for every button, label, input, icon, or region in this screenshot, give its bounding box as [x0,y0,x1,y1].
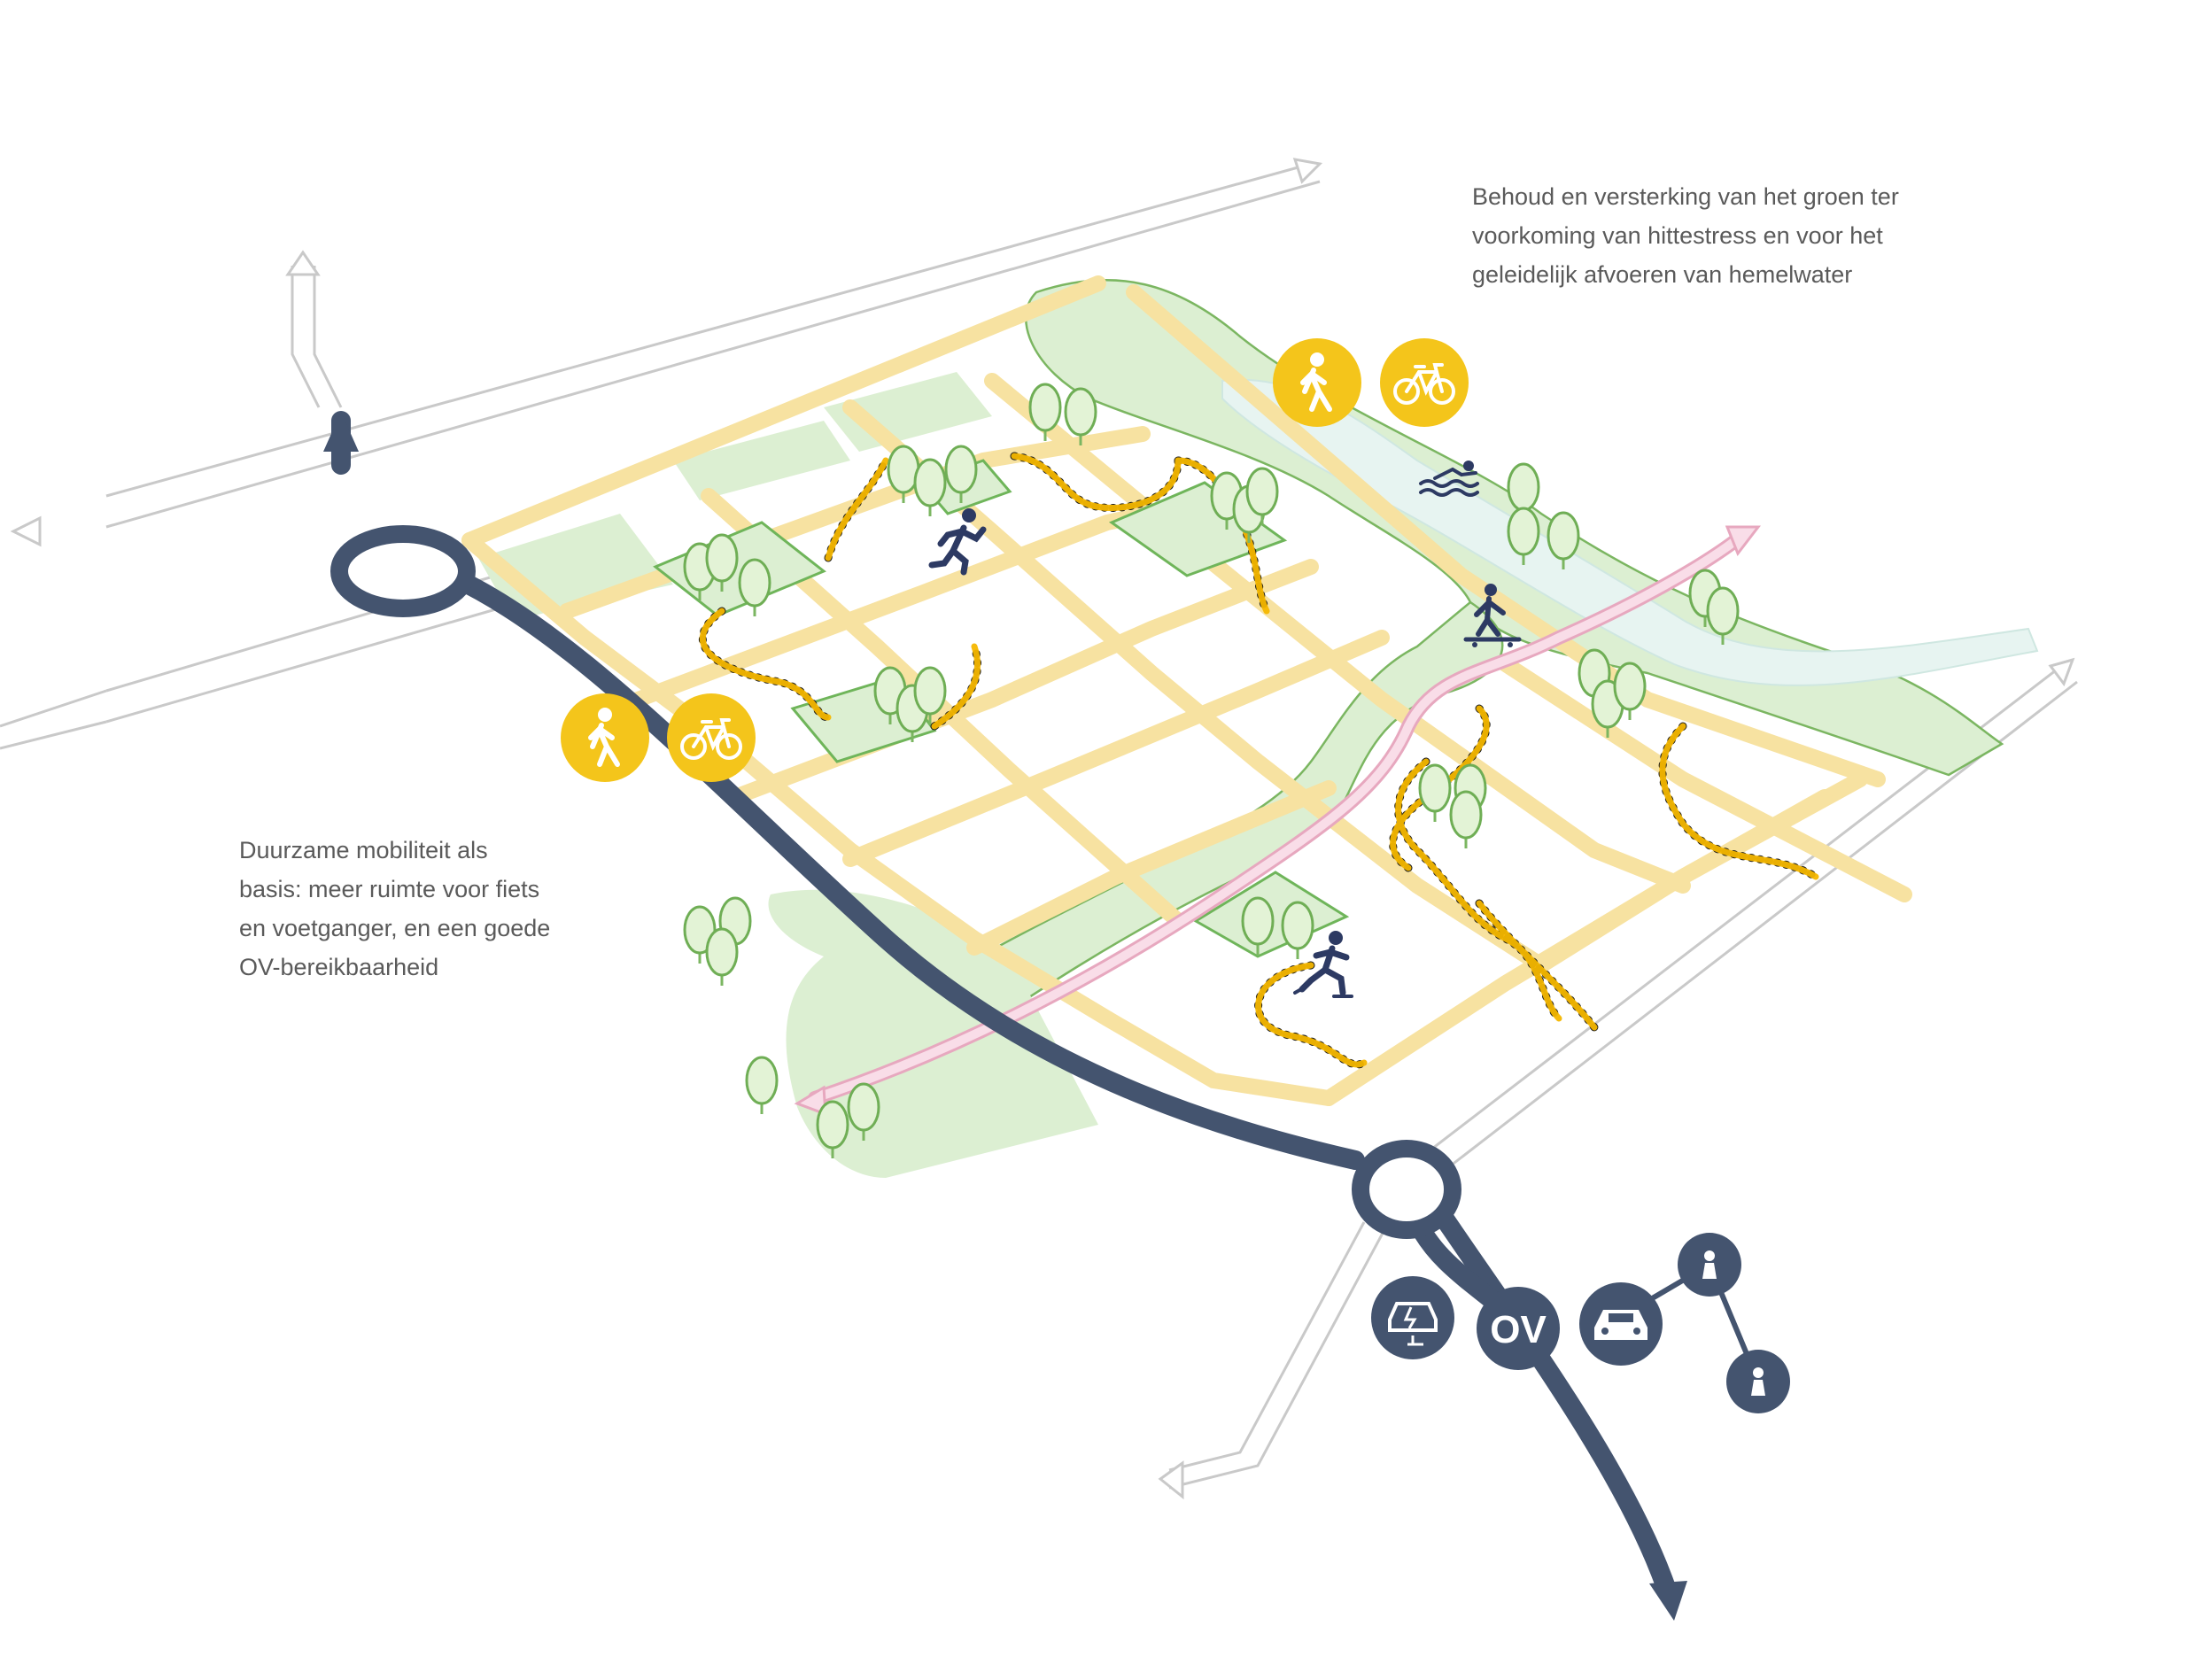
pedestrian-icon [1273,338,1361,427]
skateboarder-icon [1463,584,1522,647]
caption-line: en voetganger, en een goede [239,915,551,941]
caption-line: Behoud en versterking van het groen ter [1472,183,1899,210]
runner-icon [928,508,987,576]
caption-green-heat-stress: Behoud en versterking van het groen ter … [1472,177,1899,294]
electric-car-charging-icon [1371,1276,1454,1359]
pedestrian-icon [561,693,649,782]
caption-line: basis: meer ruimte voor fiets [239,876,540,902]
bicycle-icon [1380,338,1469,427]
caption-line: geleidelijk afvoeren van hemelwater [1472,261,1853,288]
caption-line: OV-bereikbaarheid [239,954,439,980]
shared-mobility-person-icon [1678,1233,1741,1297]
shared-mobility-person-icon [1726,1350,1790,1413]
ov-label: OV [1490,1308,1547,1351]
swimmer-icon [1419,461,1479,497]
pink-cycle-route [794,525,1762,1117]
main-road-arrow-north [323,412,359,452]
public-transport-icon: OV [1477,1287,1560,1370]
mobility-hub: OV [1371,1233,1790,1413]
caption-line: Duurzame mobiliteit als [239,837,488,863]
water-canal [1221,378,2039,686]
bicycle-icon [667,693,756,782]
caption-line: voorkoming van hittestress en voor het [1472,222,1883,249]
roundabout-south [1352,1140,1461,1239]
main-road-arrow-south [1649,1581,1687,1621]
roundabouts [330,525,1461,1239]
secondary-road-arrows [10,158,2075,1500]
caption-sustainable-mobility: Duurzame mobiliteit als basis: meer ruim… [239,831,550,987]
car-icon [1579,1282,1663,1366]
inline-skater-icon [1293,931,1353,998]
roundabout-north [330,525,476,617]
